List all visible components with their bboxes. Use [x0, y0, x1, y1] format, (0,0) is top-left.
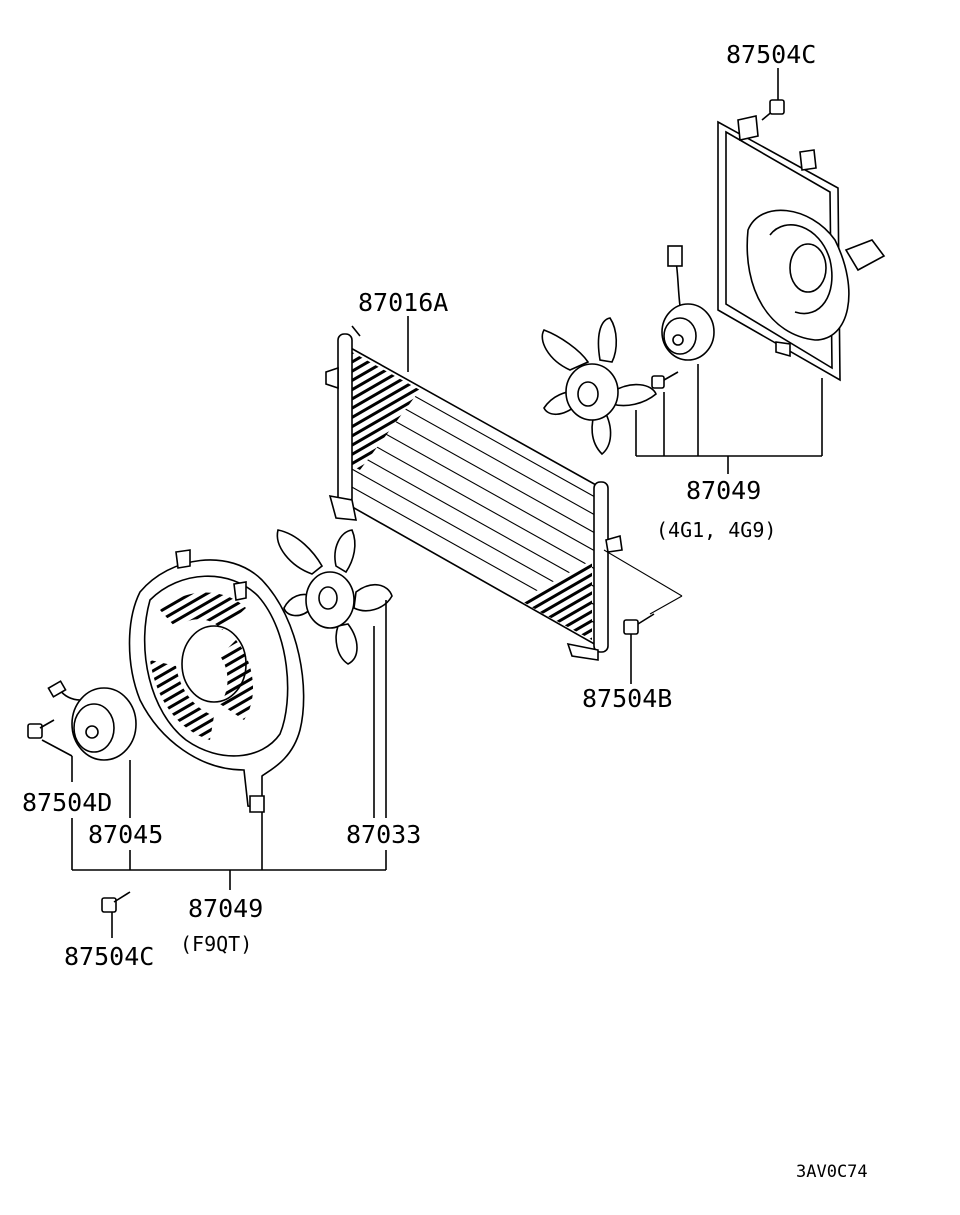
- label-bolt-bottom: 87504C: [64, 942, 155, 971]
- leader-lower-shroud: [41, 600, 387, 890]
- label-fan-shroud-4g-note: (4G1, 4G9): [656, 518, 777, 542]
- label-fan-shroud-f9qt: 87049: [188, 894, 264, 923]
- diagram-code: 3AV0C74: [796, 1162, 868, 1182]
- label-fan-shroud-f9qt-note: (F9QT): [180, 932, 253, 956]
- label-fan-motor: 87045: [88, 820, 164, 849]
- lower-fan-motor-illustration: [47, 680, 137, 761]
- lower-fan-blade-illustration: [276, 529, 393, 665]
- label-fan-shroud-4g: 87049: [686, 476, 762, 505]
- upper-bolt-illustration: [651, 371, 679, 389]
- lower-fan-shroud-illustration: [128, 549, 305, 813]
- label-condenser: 87016A: [358, 288, 449, 317]
- condenser-illustration: [325, 325, 623, 661]
- bolt-left-illustration: [27, 719, 55, 739]
- bolt-top-right-illustration: [761, 68, 785, 121]
- label-fan-blade: 87033: [346, 820, 422, 849]
- label-bolt-top-right: 87504C: [726, 40, 817, 69]
- leader-upper-shroud: [635, 364, 823, 474]
- label-bolt-condenser: 87504B: [582, 684, 673, 713]
- upper-fan-motor-illustration: [661, 245, 715, 361]
- bolt-bottom-illustration: [101, 891, 131, 938]
- upper-fan-blade-illustration: [541, 317, 657, 456]
- label-bolt-left: 87504D: [22, 788, 113, 817]
- bolt-condenser-illustration: [603, 549, 683, 684]
- upper-fan-shroud-illustration: [717, 115, 886, 382]
